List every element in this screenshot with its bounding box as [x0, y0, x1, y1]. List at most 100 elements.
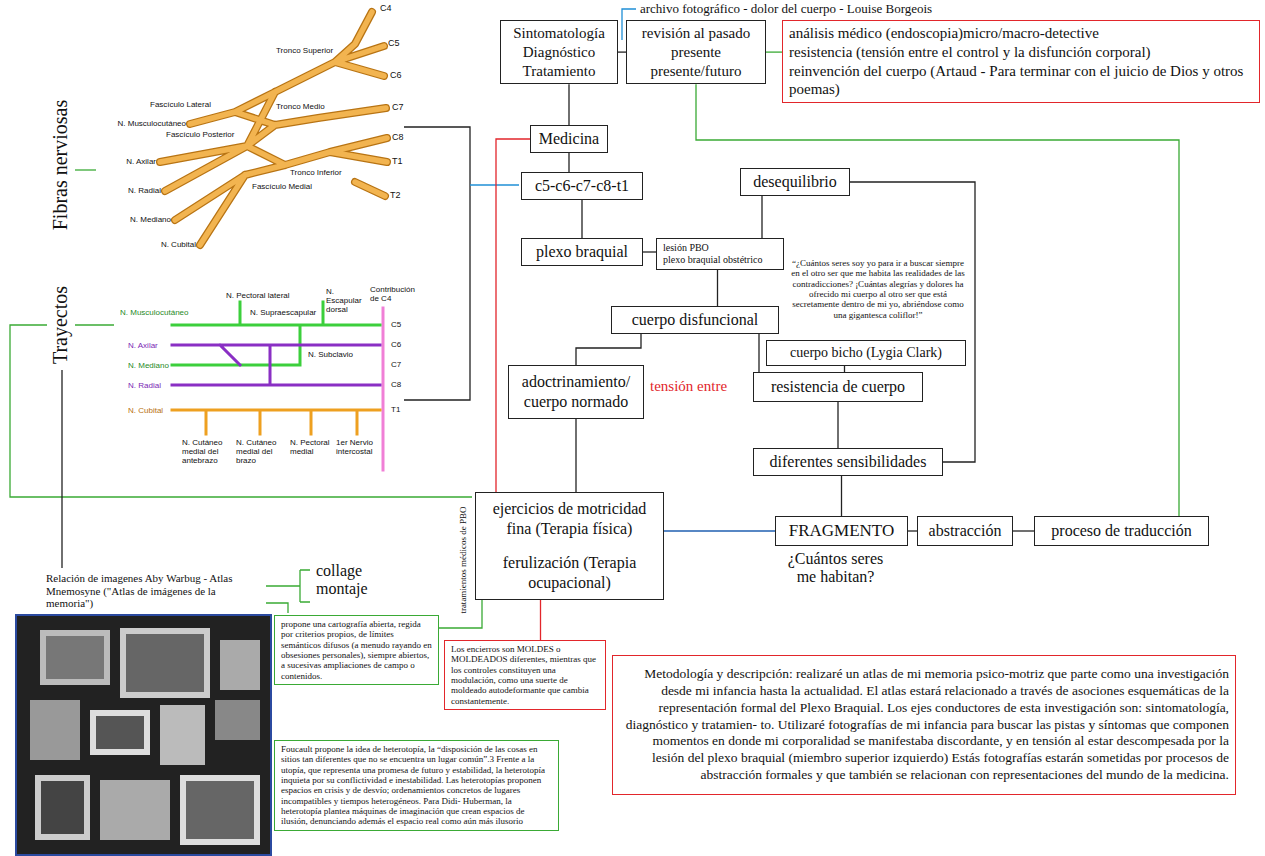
- node-text: Sintomatología Diagnóstico Tratamiento: [507, 24, 611, 80]
- node-text: cuerpo disfuncional: [618, 310, 772, 330]
- node-text: abstracción: [924, 521, 1006, 541]
- atlas-photo: [186, 781, 254, 839]
- node-text: Foucault propone la idea de heterotopía,…: [281, 744, 552, 827]
- connector: [664, 530, 775, 531]
- nerve-label: T2: [390, 190, 401, 200]
- nerve-label: C5: [388, 38, 400, 48]
- atlas-photo: [120, 628, 210, 698]
- connector: [696, 84, 1179, 516]
- nerve-label: T1: [391, 405, 400, 414]
- atlas-photo: [41, 781, 84, 834]
- connector: [540, 600, 541, 640]
- concept-box: lesión PBOplexo braquial obstétrico: [656, 238, 784, 270]
- note-box: Foucault propone la idea de heterotopía,…: [274, 740, 559, 831]
- node-text: propone una cartografía abierta, regida …: [281, 619, 432, 681]
- atlas-photo: [220, 640, 260, 690]
- note-box: análisis médico (endoscopia)micro/macro-…: [782, 20, 1260, 103]
- axis-label: Fibras nerviosas: [49, 100, 72, 231]
- connector: [758, 334, 759, 372]
- atlas-photo: [46, 636, 104, 679]
- connector: [618, 51, 626, 52]
- nerve-label: N. Pectoral lateral: [226, 291, 290, 300]
- annotation-label: Relación de imagenes Aby Warbug - Atlas …: [46, 572, 264, 610]
- concept-box: resistencia de cuerpo: [753, 372, 923, 402]
- concept-box: plexo braquial: [521, 238, 643, 266]
- plexus-illustration: [160, 12, 387, 245]
- connector: [575, 419, 576, 492]
- node-text: cuerpo bicho (Lygia Clark): [773, 344, 959, 362]
- node-text: Metodología y descripción: realizaré un …: [619, 666, 1229, 784]
- leader-line: [404, 127, 470, 400]
- atlas-photo: [215, 700, 260, 740]
- annotation-label: “¿Cuántos seres soy yo para ir a buscar …: [790, 258, 966, 320]
- nerve-label: Tronco Inferior: [290, 168, 342, 177]
- atlas-photo: [16, 615, 271, 855]
- nerve-label: N. Mediano: [110, 215, 171, 224]
- nerve-label: C6: [391, 340, 401, 349]
- nerve-label: N. Escapular dorsal: [326, 287, 368, 315]
- concept-box: Medicina: [530, 125, 608, 153]
- atlas-photo: [16, 615, 271, 855]
- plexus-schematic: [172, 302, 380, 365]
- connector: [761, 196, 762, 238]
- connector: [837, 402, 838, 448]
- nerve-label: N. Cubital: [140, 240, 196, 249]
- nerve-label: Fascículo Posterior: [166, 130, 234, 139]
- nerve-label: C6: [390, 70, 402, 80]
- connector: [643, 251, 656, 252]
- nerve-label: Fascículo Medial: [252, 182, 312, 191]
- atlas-photo: [160, 705, 205, 765]
- leader-line: [75, 324, 114, 325]
- node-text: análisis médico (endoscopia)micro/macro-…: [789, 24, 1253, 43]
- nerve-label: N. Musculocutáneo: [120, 308, 188, 317]
- node-text: resistencia de cuerpo: [760, 377, 916, 397]
- leader-line: [61, 370, 62, 568]
- node-text: plexo braquial obstétrico: [663, 254, 777, 266]
- annotation-label: archivo fotográfico - dolor del cuerpo -…: [640, 2, 932, 17]
- connector: [1013, 530, 1034, 531]
- connector: [841, 476, 842, 516]
- connector: [568, 153, 569, 172]
- note-box: propone una cartografía abierta, regida …: [274, 615, 439, 685]
- node-text: plexo braquial: [528, 242, 636, 262]
- node-text: resistencia (tensión entre el control y …: [789, 43, 1253, 62]
- atlas-photo: [180, 775, 260, 845]
- atlas-photo: [126, 634, 204, 692]
- connector: [717, 270, 718, 306]
- node-text: reinvención del cuerpo (Artaud - Para te…: [789, 62, 1253, 100]
- nerve-label: N. Radial: [100, 186, 161, 195]
- concept-box: diferentes sensibilidades: [753, 448, 943, 476]
- atlas-photo: [30, 700, 80, 760]
- nerve-label: Fascículo Lateral: [150, 100, 211, 109]
- concept-box: adoctrinamiento/ cuerpo normado: [508, 365, 644, 419]
- nerve-label: N. Mediano: [128, 361, 169, 370]
- plexus-schematic: [172, 345, 380, 385]
- connector: [850, 182, 975, 462]
- nerve-label: N. Pectoral medial: [290, 438, 332, 456]
- node-text: Medicina: [537, 129, 601, 149]
- node-text: revisión al pasado presente presente/fut…: [633, 24, 759, 80]
- annotation-label: ¿Cuántos seres me habitan?: [778, 550, 893, 587]
- node-text: diferentes sensibilidades: [760, 452, 936, 472]
- nerve-label: N. Radial: [128, 381, 161, 390]
- nerve-label: C7: [392, 102, 404, 112]
- leader-line: [75, 169, 96, 170]
- nerve-label: C8: [391, 380, 401, 389]
- leader-line: [470, 184, 519, 185]
- nerve-label: N. Axilar: [128, 341, 158, 350]
- axis-label: tratamientos médicos de PBO: [458, 506, 468, 613]
- plexus-illustration: [160, 12, 387, 245]
- plexus-schematic: [382, 308, 385, 470]
- concept-box: cuerpo bicho (Lygia Clark): [766, 340, 966, 366]
- node-text: lesión PBO: [663, 242, 777, 254]
- plexus-illustration: [160, 12, 387, 245]
- plexus-schematic: [172, 302, 383, 470]
- node-text: c5-c6-c7-c8-t1: [528, 176, 636, 196]
- nerve-label: Tronco Medio: [276, 102, 325, 111]
- axis-label: Trayectos: [49, 286, 72, 364]
- connector: [908, 530, 917, 531]
- node-text: FRAGMENTO: [782, 520, 901, 541]
- concept-box: revisión al pasado presente presente/fut…: [626, 20, 766, 84]
- annotation-label: tensión entre: [650, 378, 727, 395]
- leader-line: [266, 570, 310, 602]
